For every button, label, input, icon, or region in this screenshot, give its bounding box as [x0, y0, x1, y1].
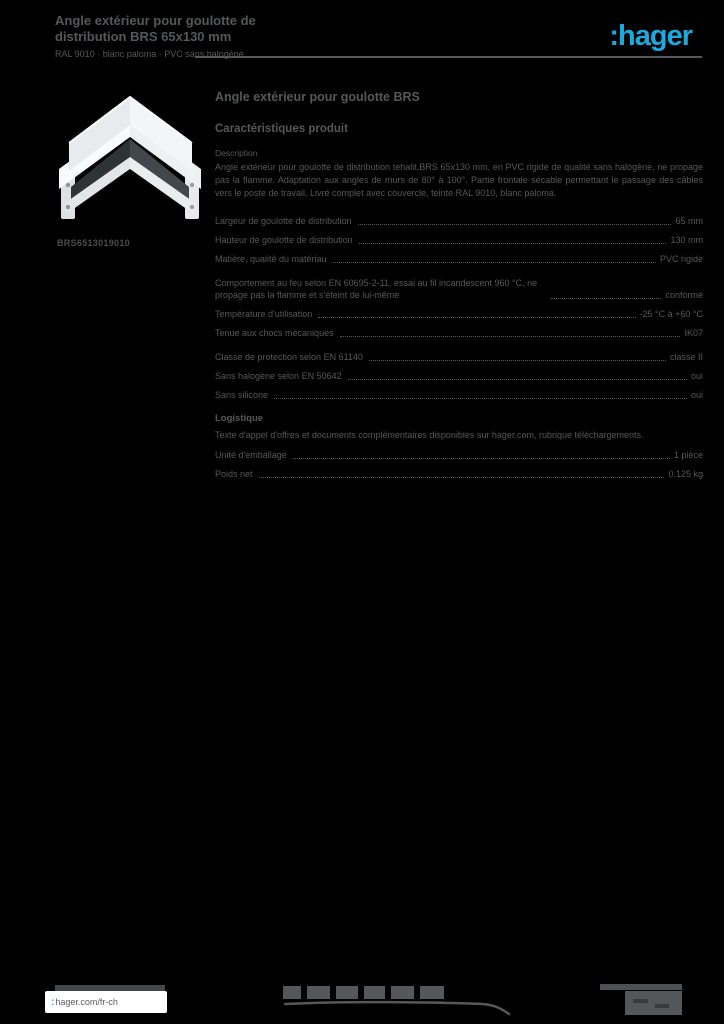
- signature-swoosh-icon: [283, 999, 515, 1022]
- spec-row: Largeur de goulotte de distribution 65 m…: [215, 215, 703, 227]
- spec-row: Poids net 0.125 kg: [215, 468, 703, 480]
- certification-icons: [283, 986, 444, 999]
- spec-row: Matière, qualité du matériau PVC rigide: [215, 253, 703, 265]
- spec-row: Tenue aux chocs mécaniques IK07: [215, 327, 703, 339]
- hager-logo-colon: :: [609, 20, 619, 52]
- website-colon: :: [51, 996, 55, 1008]
- product-reference: BRS6513019010: [57, 238, 130, 248]
- spec-group-logistics: Logistique Texte d'appel d'offres et doc…: [215, 413, 703, 480]
- hager-logo-text: hager: [618, 20, 693, 52]
- spec-value: 130 mm: [670, 235, 703, 245]
- cert-icon: [336, 986, 358, 999]
- dotted-leader: [274, 398, 687, 399]
- spec-label: Hauteur de goulotte de distribution: [215, 235, 353, 245]
- dotted-leader: [551, 298, 662, 299]
- spec-row: Unité d'emballage 1 pièce: [215, 449, 703, 461]
- spec-value: oui: [690, 371, 703, 381]
- spec-value: 1 pièce: [673, 449, 703, 460]
- spec-group-technical: Comportement au feu selon EN 60695-2-11,…: [215, 277, 703, 339]
- spec-label: Poids net: [215, 468, 253, 479]
- cert-icon: [307, 986, 330, 999]
- spec-label: Largeur de goulotte de distribution: [215, 216, 352, 226]
- datasheet-header: Angle extérieur pour goulotte de distrib…: [55, 13, 256, 60]
- product-title-subtitle: RAL 9010 · blanc paloma · PVC sans halog…: [55, 49, 244, 59]
- product-title-line1: Angle extérieur pour goulotte de: [55, 13, 256, 28]
- spec-row: Sans halogène selon EN 50642 oui: [215, 370, 703, 382]
- dotted-leader: [357, 224, 672, 225]
- dotted-leader: [332, 262, 656, 263]
- spec-value: classe II: [669, 352, 703, 362]
- spec-row: Température d'utilisation -25 °C à +60 °…: [215, 308, 703, 320]
- product-image: [55, 85, 205, 233]
- description-text: Angle extérieur pour goulotte de distrib…: [215, 162, 703, 198]
- dotted-leader: [339, 336, 681, 337]
- footer-right-mark: [655, 1004, 669, 1008]
- cert-icon: [420, 986, 444, 999]
- corner-product-render-icon: [59, 95, 201, 219]
- spec-row: Sans silicone oui: [215, 389, 703, 401]
- spec-group-dimensions: Largeur de goulotte de distribution 65 m…: [215, 215, 703, 265]
- spec-row: Hauteur de goulotte de distribution 130 …: [215, 234, 703, 246]
- spec-column: Angle extérieur pour goulotte BRS Caract…: [215, 90, 703, 492]
- spec-group-material: Classe de protection selon EN 61140 clas…: [215, 351, 703, 401]
- spec-value: oui: [690, 390, 703, 400]
- spec-heading: Angle extérieur pour goulotte BRS: [215, 90, 420, 104]
- spec-label: Température d'utilisation: [215, 309, 313, 319]
- footer-pill-shadow: [55, 985, 165, 992]
- dotted-leader: [347, 379, 687, 380]
- logistics-note: Texte d'appel d'offres et documents comp…: [215, 430, 644, 440]
- spec-value: PVC rigide: [659, 254, 703, 264]
- dotted-leader: [358, 243, 667, 244]
- description-label: Description: [215, 148, 258, 158]
- spec-label: Sans halogène selon EN 50642: [215, 371, 342, 381]
- dotted-leader: [368, 360, 666, 361]
- cert-icon: [391, 986, 414, 999]
- spec-label: Matière, qualité du matériau: [215, 254, 327, 264]
- cert-icon: [364, 986, 385, 999]
- dotted-leader: [318, 317, 636, 318]
- spec-row: Comportement au feu selon EN 60695-2-11,…: [215, 277, 703, 301]
- cert-icon: [283, 986, 301, 999]
- product-title-line2: distribution BRS 65x130 mm: [55, 29, 232, 44]
- spec-label: Sans silicone: [215, 390, 269, 400]
- footer-right-block: [625, 991, 682, 1015]
- spec-label: Unité d'emballage: [215, 449, 287, 460]
- spec-label: Tenue aux chocs mécaniques: [215, 328, 334, 338]
- spec-row: Classe de protection selon EN 61140 clas…: [215, 351, 703, 363]
- footer-right-mark: [633, 999, 648, 1003]
- website-text: hager.com/fr-ch: [55, 997, 118, 1007]
- logistics-heading: Logistique: [215, 413, 264, 424]
- hager-logo: :hager: [609, 20, 693, 53]
- spec-value: -25 °C à +60 °C: [639, 309, 703, 319]
- spec-label: Classe de protection selon EN 61140: [215, 352, 363, 362]
- footer-website-link[interactable]: : hager.com/fr-ch: [45, 991, 167, 1013]
- dotted-leader: [258, 476, 665, 478]
- spec-value: 0.125 kg: [668, 468, 703, 479]
- dotted-leader: [292, 457, 670, 459]
- spec-label: Comportement au feu selon EN 60695-2-11,…: [215, 278, 538, 300]
- footer-right-bar: [600, 984, 682, 990]
- spec-value: IK07: [684, 328, 703, 338]
- header-divider: [195, 56, 702, 58]
- spec-subheading: Caractéristiques produit: [215, 123, 348, 135]
- spec-value: 65 mm: [675, 216, 703, 226]
- spec-value: conforme: [665, 290, 703, 300]
